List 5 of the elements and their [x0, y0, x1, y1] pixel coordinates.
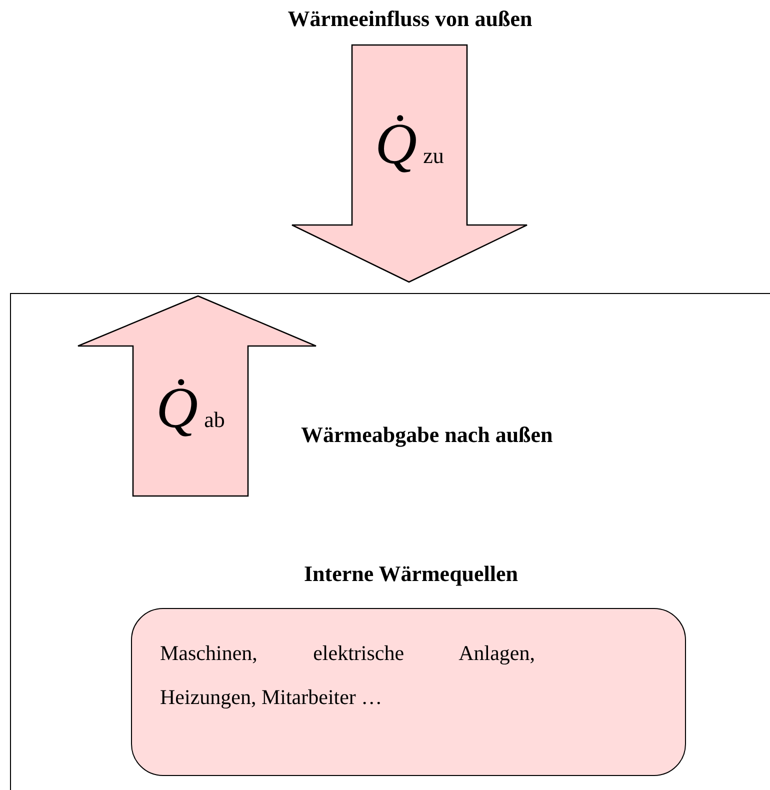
info-box: Maschinen, elektrische Anlagen, Heizungen, Mitarbeiter …	[131, 608, 686, 776]
enclosure-box	[10, 293, 770, 790]
node-label: Wärmeabgabe nach außen	[301, 422, 553, 448]
heading: Wärmeeinfluss von außen	[286, 6, 534, 32]
heading: Interne Wärmequellen	[302, 561, 520, 587]
